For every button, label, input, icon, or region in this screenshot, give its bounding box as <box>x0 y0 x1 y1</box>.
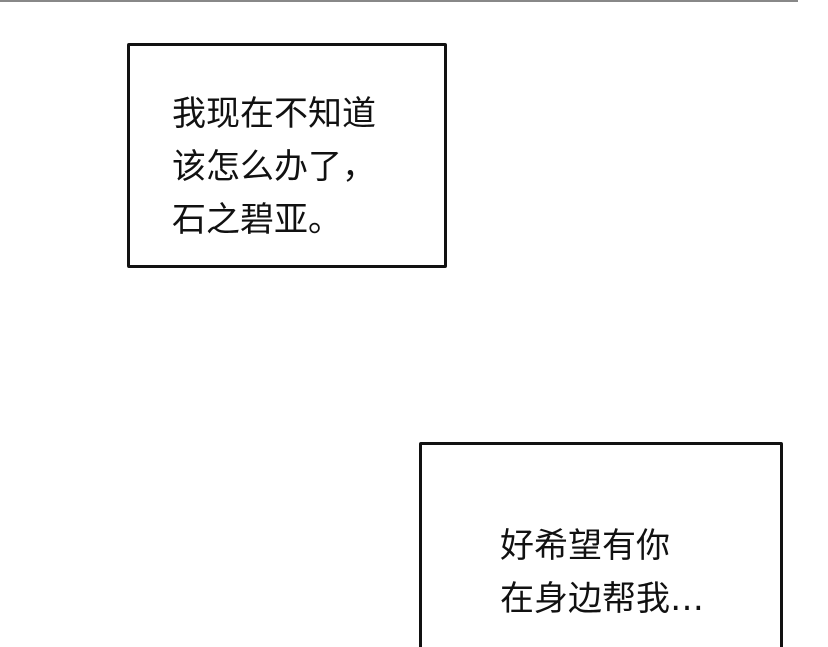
panel-divider <box>0 0 798 2</box>
caption-line: 我现在不知道 <box>172 94 376 134</box>
caption-line: 在身边帮我… <box>500 579 704 619</box>
caption-box-bottom: 好希望有你 在身边帮我… <box>419 442 783 647</box>
caption-text: 好希望有你 在身边帮我… <box>500 520 704 626</box>
caption-line: 好希望有你 <box>500 526 670 566</box>
caption-text: 我现在不知道 该怎么办了， 石之碧亚。 <box>172 88 376 247</box>
caption-box-top: 我现在不知道 该怎么办了， 石之碧亚。 <box>127 43 447 268</box>
caption-line: 石之碧亚。 <box>172 200 342 240</box>
caption-line: 该怎么办了， <box>172 147 376 187</box>
